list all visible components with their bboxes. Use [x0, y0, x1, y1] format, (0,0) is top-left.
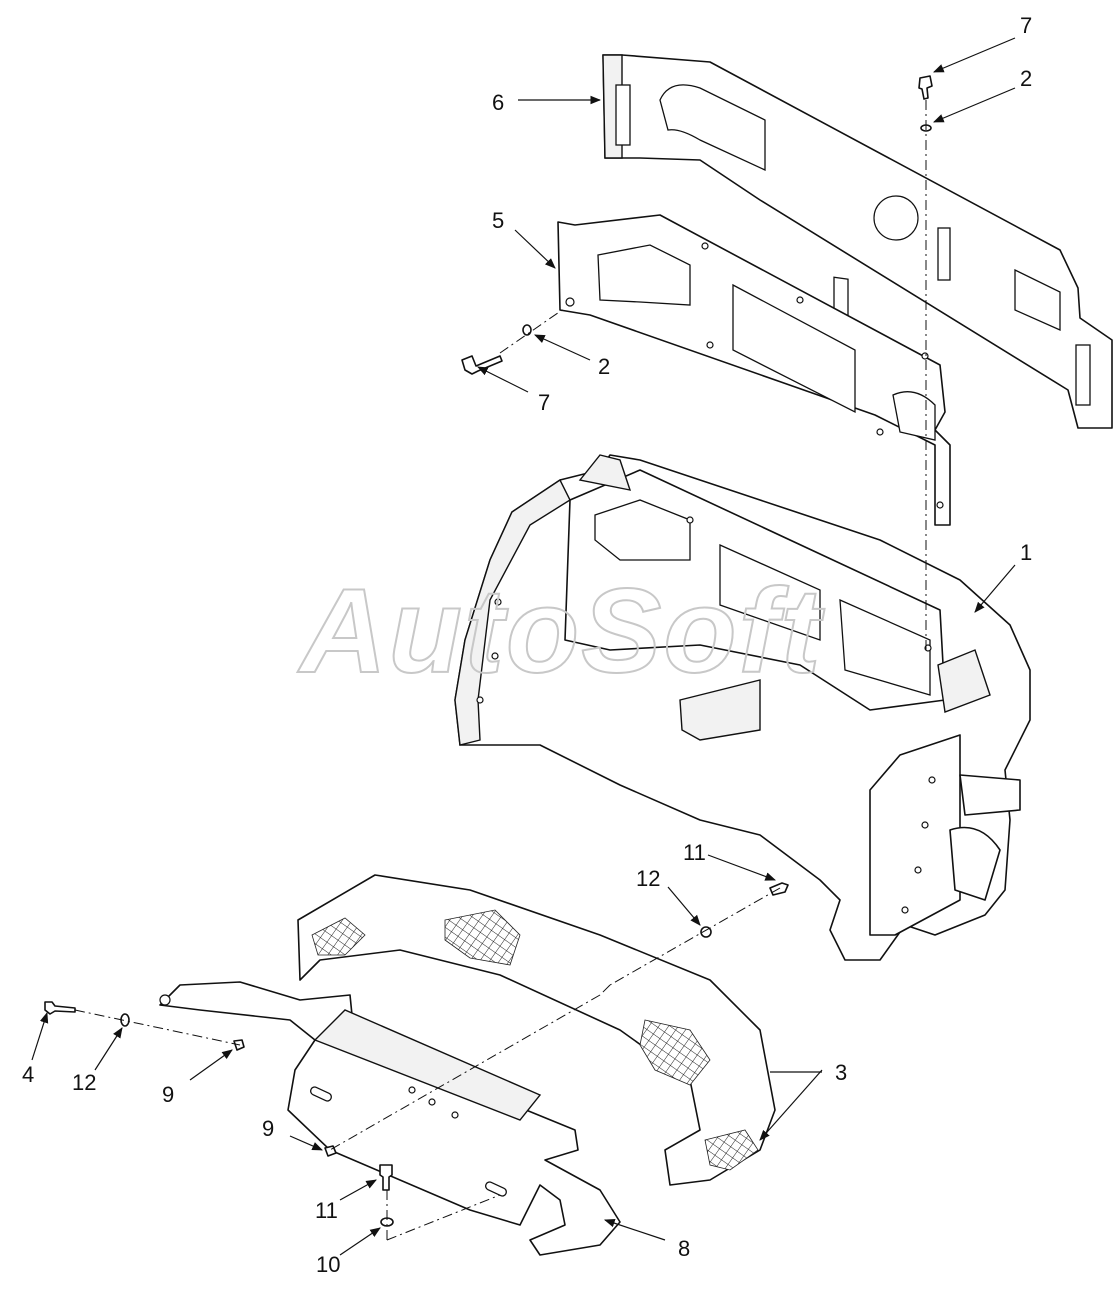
assembly-lines [74, 100, 927, 1241]
callout-12-left: 12 [72, 1070, 96, 1095]
part-8-lower-bracket [159, 981, 621, 1256]
callout-9-lower: 9 [262, 1116, 274, 1141]
callout-9-left: 9 [162, 1082, 174, 1107]
callout-4: 4 [22, 1062, 34, 1087]
callout-11-lower: 11 [315, 1198, 338, 1223]
callout-labels: 7 2 6 5 2 7 1 11 12 3 4 12 9 9 11 10 8 [22, 13, 1032, 1277]
leader-lines [31, 37, 1016, 1256]
bolt-11-lower [379, 1164, 393, 1191]
callout-2-top: 2 [1020, 66, 1032, 91]
callout-7-left: 7 [538, 390, 550, 415]
callout-8: 8 [678, 1236, 690, 1261]
callout-12-right: 12 [636, 866, 660, 891]
callout-5: 5 [492, 208, 504, 233]
part-5-bracket-plate [557, 214, 951, 526]
callout-7-top: 7 [1020, 13, 1032, 38]
bolt-7-left [461, 355, 503, 375]
washer-2-left [522, 324, 532, 336]
watermark-autosoft: AutoSoft [297, 564, 826, 698]
bolt-7-top [918, 75, 933, 100]
washer-12-right [700, 926, 712, 938]
callout-11-right: 11 [683, 840, 706, 865]
bolt-4 [44, 1001, 76, 1015]
callout-3: 3 [835, 1060, 847, 1085]
callout-10: 10 [316, 1252, 340, 1277]
callout-1: 1 [1020, 540, 1032, 565]
callout-2-left: 2 [598, 354, 610, 379]
part-1-main-frame [454, 454, 1031, 961]
part-3-mesh-guard [297, 874, 776, 1186]
callout-6: 6 [492, 90, 504, 115]
